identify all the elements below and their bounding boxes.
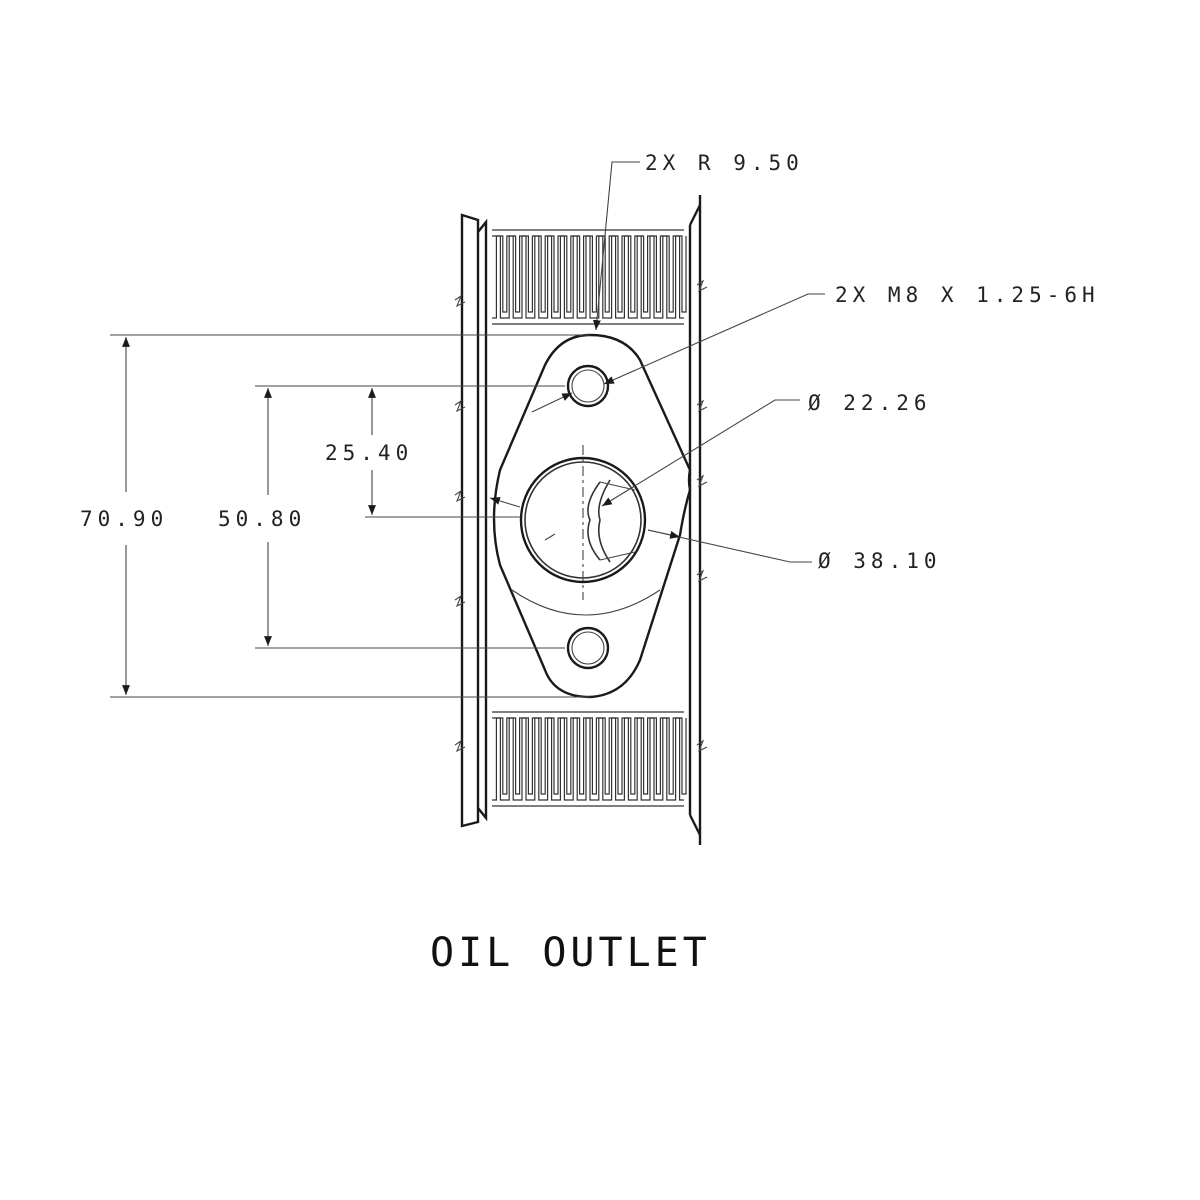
leader-lines xyxy=(489,161,825,563)
bolt-hole-bottom xyxy=(566,626,610,670)
bolt-hole-top xyxy=(566,364,610,408)
overall-height-dimension: 70.90 xyxy=(80,507,168,531)
outlet-flange xyxy=(492,333,692,699)
radius-callout: 2X R 9.50 xyxy=(645,151,804,175)
boss-diameter-callout: Ø 38.10 xyxy=(818,549,942,573)
thread-callout: 2X M8 X 1.25-6H xyxy=(835,283,1100,307)
bolt-spacing-dimension: 50.80 xyxy=(218,507,306,531)
extension-lines xyxy=(110,334,590,698)
bore-diameter-callout: Ø 22.26 xyxy=(808,391,932,415)
fins-top xyxy=(492,229,687,325)
center-offset-dimension: 25.40 xyxy=(325,441,413,465)
dimension-lines xyxy=(122,337,376,695)
drawing-title: OIL OUTLET xyxy=(430,930,711,976)
fins-bottom xyxy=(492,711,687,807)
boss-outer-circle xyxy=(519,456,647,584)
cooler-body xyxy=(454,195,708,845)
